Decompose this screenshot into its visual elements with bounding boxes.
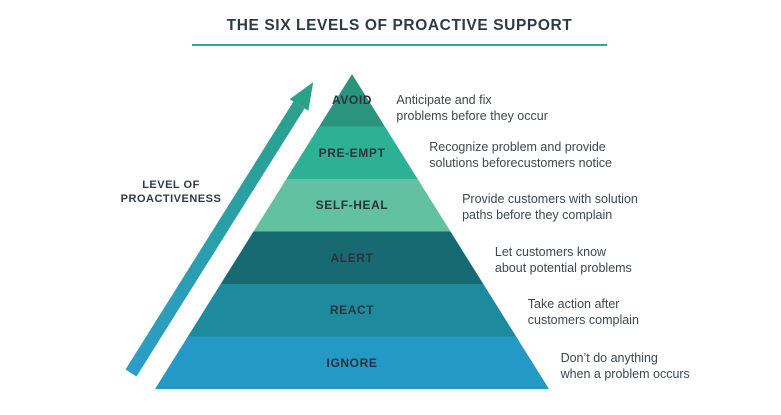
- description-alert: Let customers know about potential probl…: [494, 244, 632, 275]
- pyramid-level-avoid: AVOID: [331, 93, 373, 108]
- page-title: THE SIX LEVELS OF PROACTIVE SUPPORT: [226, 17, 573, 34]
- description-avoid: Anticipate and fix problems before they …: [396, 93, 548, 124]
- pyramid-level-alert: ALERT: [330, 250, 374, 265]
- description-pre-empt: Recognize problem and provide solutions …: [429, 139, 612, 170]
- pyramid: [155, 74, 549, 389]
- description-self-heal: Provide customers with solution paths be…: [462, 192, 638, 223]
- description-react: Take action after customers complain: [527, 297, 639, 328]
- pyramid-level-self-heal: SELF-HEAL: [315, 198, 389, 213]
- title-block: THE SIX LEVELS OF PROACTIVE SUPPORT: [192, 17, 607, 46]
- description-ignore: Don’t do anything when a problem occurs: [560, 350, 690, 381]
- pyramid-level-react: REACT: [329, 303, 375, 318]
- proactiveness-axis-label: LEVEL OF PROACTIVENESS: [120, 179, 222, 205]
- pyramid-level-ignore: IGNORE: [326, 355, 378, 370]
- proactiveness-arrow-icon: [125, 82, 314, 377]
- pyramid-level-pre-empt: PRE-EMPT: [318, 145, 386, 160]
